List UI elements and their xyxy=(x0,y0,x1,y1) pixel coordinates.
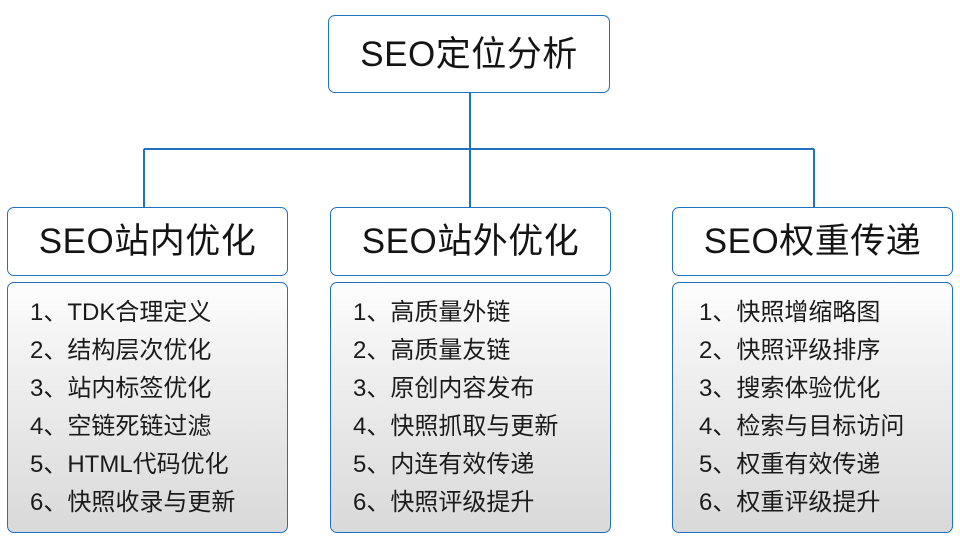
list-item: 4、检索与目标访问 xyxy=(699,413,905,440)
branch-header-title-2: SEO站外优化 xyxy=(361,222,580,261)
list-item: 4、快照抓取与更新 xyxy=(353,413,559,440)
list-item: 5、内连有效传递 xyxy=(353,451,535,478)
list-item: 1、高质量外链 xyxy=(353,299,511,326)
branch-body-1: 1、TDK合理定义 2、结构层次优化 3、站内标签优化 4、空链死链过滤 5、H… xyxy=(7,282,288,533)
list-item: 3、原创内容发布 xyxy=(353,375,535,402)
list-item: 2、高质量友链 xyxy=(353,337,511,364)
list-item: 2、快照评级排序 xyxy=(699,337,881,364)
branch-body-2: 1、高质量外链 2、高质量友链 3、原创内容发布 4、快照抓取与更新 5、内连有… xyxy=(330,282,611,533)
branch-header-3[interactable]: SEO权重传递 xyxy=(672,207,953,276)
list-item: 4、空链死链过滤 xyxy=(30,413,212,440)
list-item: 3、站内标签优化 xyxy=(30,375,212,402)
branch-header-1[interactable]: SEO站内优化 xyxy=(7,207,288,276)
branch-column-3: SEO权重传递 1、快照增缩略图 2、快照评级排序 3、搜索体验优化 4、检索与… xyxy=(672,207,953,533)
list-item: 1、TDK合理定义 xyxy=(30,299,212,326)
list-item: 1、快照增缩略图 xyxy=(699,299,881,326)
root-node[interactable]: SEO定位分析 xyxy=(328,15,610,93)
branch-item-list-3: 1、快照增缩略图 2、快照评级排序 3、搜索体验优化 4、检索与目标访问 5、权… xyxy=(673,294,952,522)
list-item: 6、权重评级提升 xyxy=(699,489,881,516)
branch-header-2[interactable]: SEO站外优化 xyxy=(330,207,611,276)
branch-item-list-1: 1、TDK合理定义 2、结构层次优化 3、站内标签优化 4、空链死链过滤 5、H… xyxy=(8,294,287,522)
list-item: 5、权重有效传递 xyxy=(699,451,881,478)
list-item: 6、快照评级提升 xyxy=(353,489,535,516)
root-node-title: SEO定位分析 xyxy=(360,34,578,74)
branch-column-1: SEO站内优化 1、TDK合理定义 2、结构层次优化 3、站内标签优化 4、空链… xyxy=(7,207,288,533)
branch-body-3: 1、快照增缩略图 2、快照评级排序 3、搜索体验优化 4、检索与目标访问 5、权… xyxy=(672,282,953,533)
list-item: 3、搜索体验优化 xyxy=(699,375,881,402)
branch-header-title-3: SEO权重传递 xyxy=(703,222,922,261)
branch-header-title-1: SEO站内优化 xyxy=(38,222,257,261)
branch-item-list-2: 1、高质量外链 2、高质量友链 3、原创内容发布 4、快照抓取与更新 5、内连有… xyxy=(331,294,610,522)
branch-column-2: SEO站外优化 1、高质量外链 2、高质量友链 3、原创内容发布 4、快照抓取与… xyxy=(330,207,611,533)
list-item: 2、结构层次优化 xyxy=(30,337,212,364)
list-item: 5、HTML代码优化 xyxy=(30,451,229,478)
list-item: 6、快照收录与更新 xyxy=(30,489,236,516)
